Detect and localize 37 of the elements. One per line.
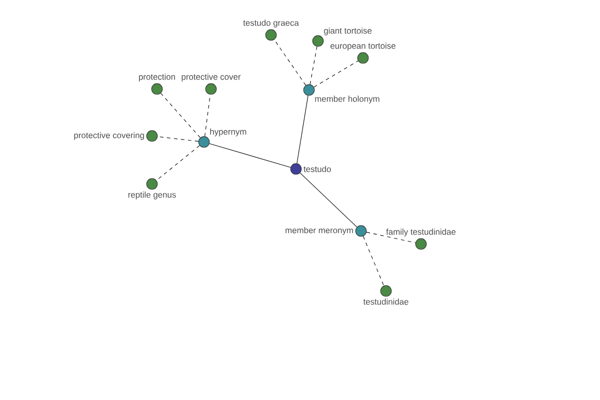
node-label: hypernym [210,128,246,136]
connector-line [204,94,211,137]
node-label: protection [139,74,175,82]
connector-line [274,39,306,86]
node-label: giant tortoise [324,27,372,36]
graph-node: protective cover [180,72,242,95]
node-label: protective cover [182,74,241,82]
node-label: reptile genus [128,191,176,200]
connector-line [160,92,201,138]
graph-node: protective covering [72,130,158,142]
graph-node: testudo [290,163,332,175]
connector-line [366,232,416,244]
node-label: member holonym [315,96,380,104]
connector-line [362,236,384,286]
connector-line [300,172,358,228]
graph-node: protection [138,72,176,95]
connector-line [296,95,308,164]
connector-line [209,143,291,168]
graph-node: european tortoise [329,42,397,64]
graph-node: testudinidae [362,285,410,306]
node-label: testudo graeca [243,20,299,28]
node-label: protective covering [74,132,144,140]
node-label: european tortoise [330,42,396,50]
connector-line [314,60,358,88]
graph-node: member holonym [303,84,381,104]
graph-node: reptile genus [127,178,177,200]
graph-node: family testudinidae [385,228,457,250]
graph-node: hypernym [198,128,248,148]
node-label: testudo [304,166,331,172]
node-label: family testudinidae [386,228,456,236]
connector-line [156,145,200,181]
node-label: member meronym [286,227,353,235]
graph-node: testudo graeca [242,18,300,41]
graph-node: member meronym [284,225,367,237]
connector-line [310,46,318,85]
node-label: testudinidae [363,298,408,305]
connector-line [157,136,199,142]
